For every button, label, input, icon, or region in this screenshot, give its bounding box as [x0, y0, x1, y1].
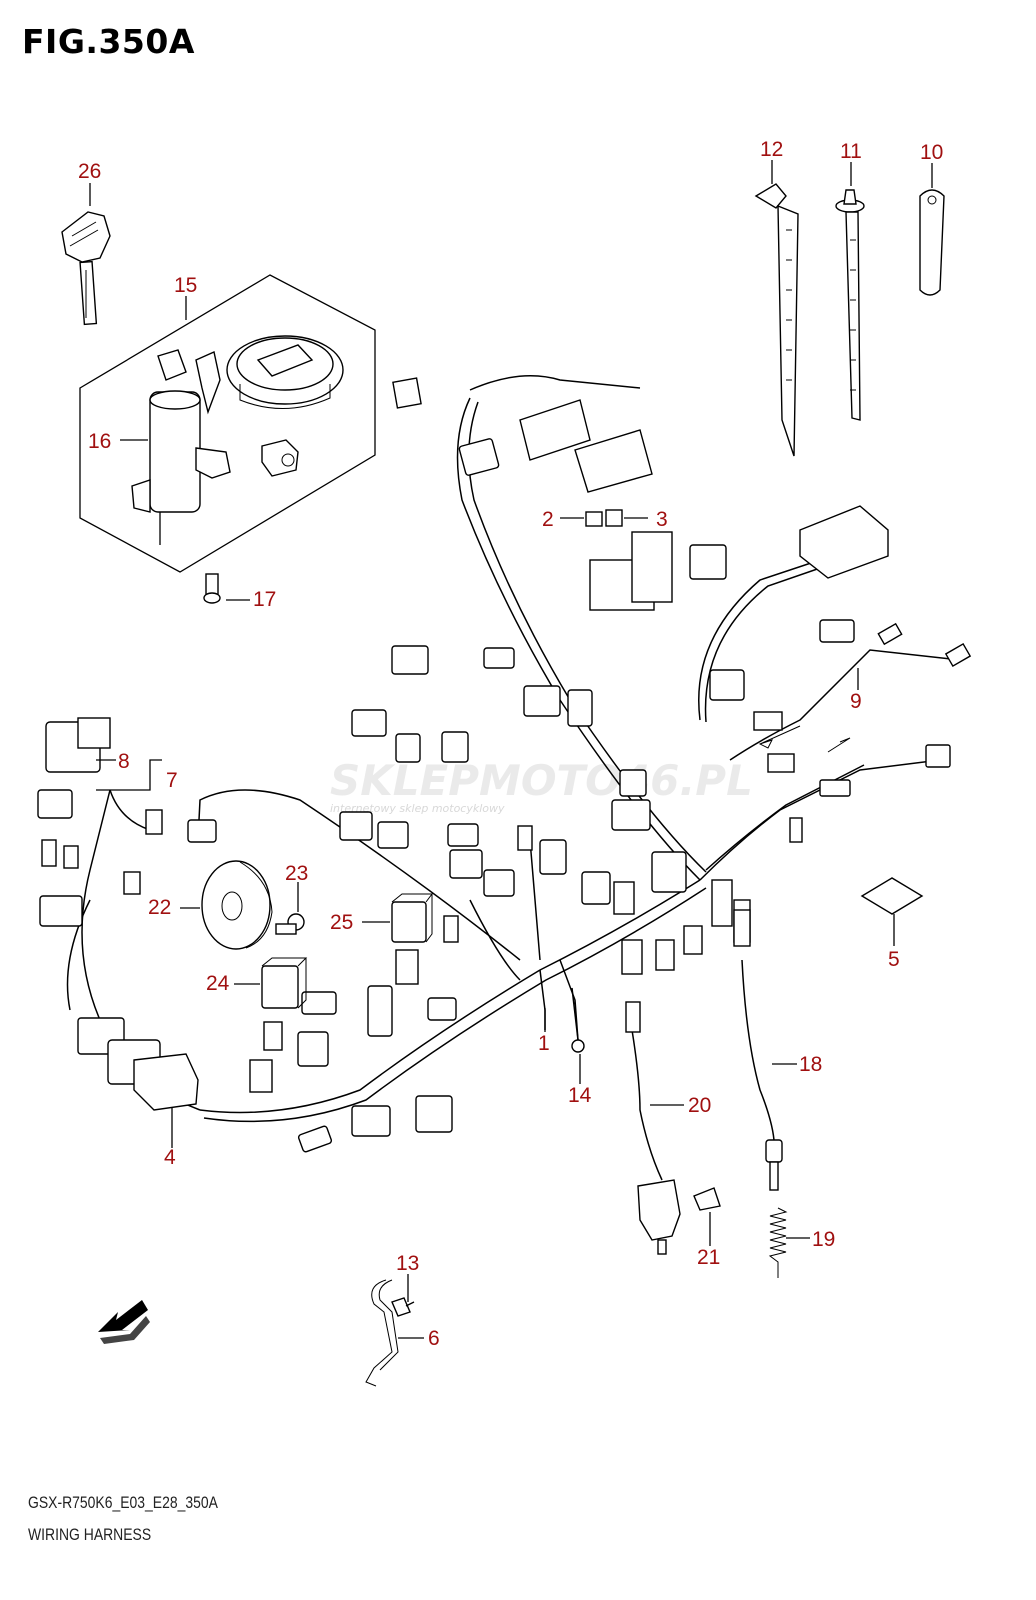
label-5-sheet	[860, 877, 924, 915]
callout-6: 6	[428, 1327, 440, 1350]
front-direction-arrow	[98, 1300, 150, 1344]
callout-9: 9	[850, 690, 862, 713]
callout-25: 25	[330, 911, 353, 934]
callout-2: 2	[542, 508, 554, 531]
ground-wire	[571, 987, 585, 1053]
callout-3: 3	[656, 508, 668, 531]
callout-12: 12	[760, 138, 783, 161]
bolt-17	[203, 573, 221, 604]
callout-26: 26	[78, 160, 101, 183]
callout-13: 13	[396, 1252, 419, 1275]
callout-7: 7	[166, 769, 178, 792]
bolt-13	[391, 1297, 415, 1317]
relay-24	[261, 957, 308, 1009]
cable-tie-11	[835, 189, 865, 421]
callout-1: 1	[538, 1032, 550, 1055]
callout-18: 18	[799, 1053, 822, 1076]
callout-4: 4	[164, 1146, 176, 1169]
fuses	[585, 509, 623, 527]
callout-19: 19	[812, 1228, 835, 1251]
spring-19	[768, 1207, 788, 1278]
callout-10: 10	[920, 141, 943, 164]
bolt-21	[693, 1187, 721, 1211]
harness-arrows	[758, 725, 851, 753]
harness-connectors	[37, 377, 972, 1153]
callout-15: 15	[174, 274, 197, 297]
ignition-key	[61, 211, 111, 326]
callout-14: 14	[568, 1084, 592, 1107]
horn	[201, 860, 273, 950]
figure-title: FIG.350A	[22, 22, 195, 61]
callout-17: 17	[253, 588, 276, 611]
bolt-23	[275, 913, 305, 935]
clamp-10	[919, 189, 945, 296]
main-harness	[66, 375, 961, 1123]
callout-20: 20	[688, 1094, 711, 1117]
callout-23: 23	[285, 862, 308, 885]
callout-8: 8	[118, 750, 130, 773]
relay-25	[391, 893, 433, 943]
callout-16: 16	[88, 430, 111, 453]
callout-5: 5	[888, 948, 900, 971]
watermark-sub: internetowy sklep motocyklowy	[330, 802, 505, 815]
callout-24: 24	[206, 972, 230, 995]
callout-22: 22	[148, 896, 171, 919]
cable-tie-12	[754, 183, 799, 457]
callouts: 1 2 3 4 5 6 7 8 9 10 11 12 13 14 15 16 1…	[78, 138, 943, 1350]
sensor-20	[625, 1001, 681, 1255]
figure-name: WIRING HARNESS	[28, 1525, 152, 1544]
callout-21: 21	[697, 1246, 720, 1269]
sensor-18	[733, 909, 783, 1191]
watermark: SKLEPMOTO46.PL internetowy sklep motocyk…	[330, 756, 753, 815]
clamp-6	[365, 1279, 399, 1387]
leader-lines	[89, 160, 933, 1339]
model-code: GSX-R750K6_E03_E28_350A	[28, 1493, 218, 1512]
callout-11: 11	[840, 140, 862, 163]
watermark-main: SKLEPMOTO46.PL	[330, 756, 753, 805]
lock-set-box	[79, 274, 376, 573]
